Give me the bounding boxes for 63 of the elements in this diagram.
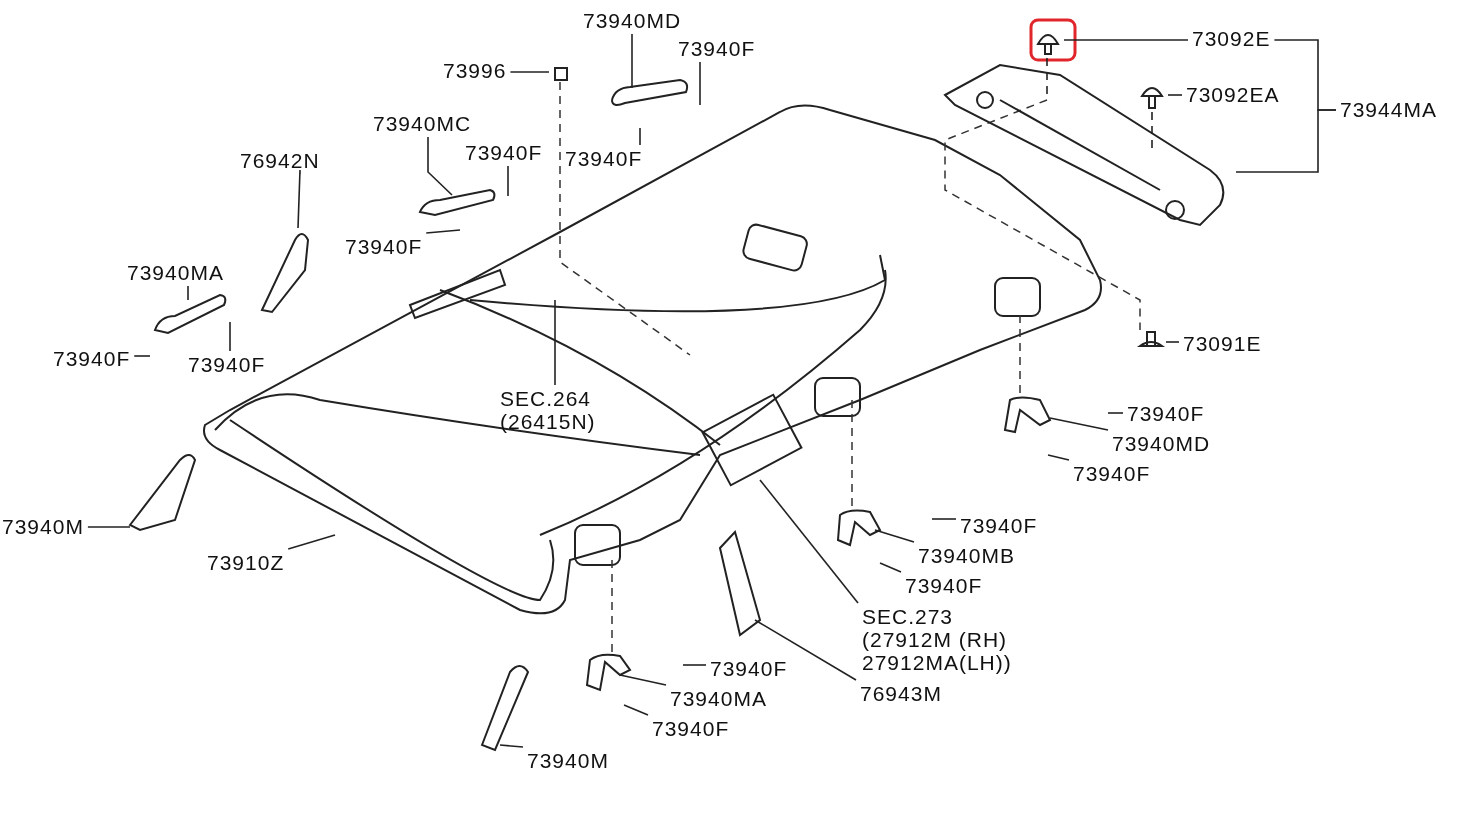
section-reference: (27912M (RH) 27912MA(LH)) xyxy=(862,628,1012,674)
leader-line xyxy=(1167,94,1183,96)
part-number: 73910Z xyxy=(207,551,285,574)
part-number: 73944MA xyxy=(1340,98,1437,121)
leader-line xyxy=(297,169,301,229)
part-number: 73940F xyxy=(1127,402,1205,425)
part-number: 73940M xyxy=(527,749,609,772)
leader-line xyxy=(759,479,859,604)
leader-line xyxy=(507,165,509,197)
section-reference: SEC.273 xyxy=(862,605,955,628)
leader-line xyxy=(1063,39,1189,41)
leader-line xyxy=(699,61,701,106)
leader-line xyxy=(509,71,550,73)
part-number: 73940MA xyxy=(127,261,224,284)
part-number: 73940F xyxy=(53,347,131,370)
leader-line xyxy=(1049,417,1109,431)
leader-line xyxy=(879,562,902,573)
part-number: 73940F xyxy=(652,717,730,740)
leader-line xyxy=(287,534,336,550)
leader-line xyxy=(427,136,453,196)
leader-line xyxy=(1151,111,1153,151)
leader-line xyxy=(1107,412,1124,414)
part-number: 76943M xyxy=(860,682,942,705)
leader-line xyxy=(619,674,667,686)
leader-line xyxy=(229,321,231,352)
part-number: 73091E xyxy=(1183,332,1262,355)
part-number: 73940M xyxy=(2,515,84,538)
leader-line xyxy=(682,664,707,666)
leader-line xyxy=(931,518,957,520)
part-number: 73940F xyxy=(710,657,788,680)
leader-line xyxy=(554,299,556,386)
leader-line xyxy=(499,744,524,748)
part-number: 73940F xyxy=(345,235,423,258)
part-number: 73940MB xyxy=(918,544,1015,567)
leader-line xyxy=(87,526,131,528)
section-reference: SEC.264 xyxy=(500,387,593,410)
part-number: 73092E xyxy=(1192,27,1271,50)
leader-line xyxy=(639,127,641,146)
leader-line xyxy=(874,529,915,543)
leader-line xyxy=(1165,341,1180,343)
leader-line xyxy=(187,285,189,301)
part-number: 73940F xyxy=(960,514,1038,537)
part-number: 73940F xyxy=(678,37,756,60)
leader-line xyxy=(1047,454,1070,461)
part-number: 73940MD xyxy=(583,9,682,32)
section-reference: (26415N) xyxy=(500,410,597,433)
part-number: 73940F xyxy=(188,353,266,376)
leader-line xyxy=(631,33,633,89)
part-number: 73940F xyxy=(465,141,543,164)
part-number: 76942N xyxy=(240,149,320,172)
part-number: 73940MA xyxy=(670,687,767,710)
leader-line xyxy=(1273,39,1337,111)
part-number: 73940F xyxy=(905,574,983,597)
part-number: 73940F xyxy=(565,147,643,170)
part-number: 73940MD xyxy=(1112,432,1211,455)
leader-line xyxy=(623,704,649,716)
part-number: 73996 xyxy=(443,59,507,82)
part-number: 73092EA xyxy=(1186,83,1280,106)
leader-line xyxy=(133,355,151,357)
part-number: 73940F xyxy=(1073,462,1151,485)
leader-line xyxy=(754,619,857,681)
part-number: 73940MC xyxy=(373,112,472,135)
leader-line xyxy=(425,229,461,234)
